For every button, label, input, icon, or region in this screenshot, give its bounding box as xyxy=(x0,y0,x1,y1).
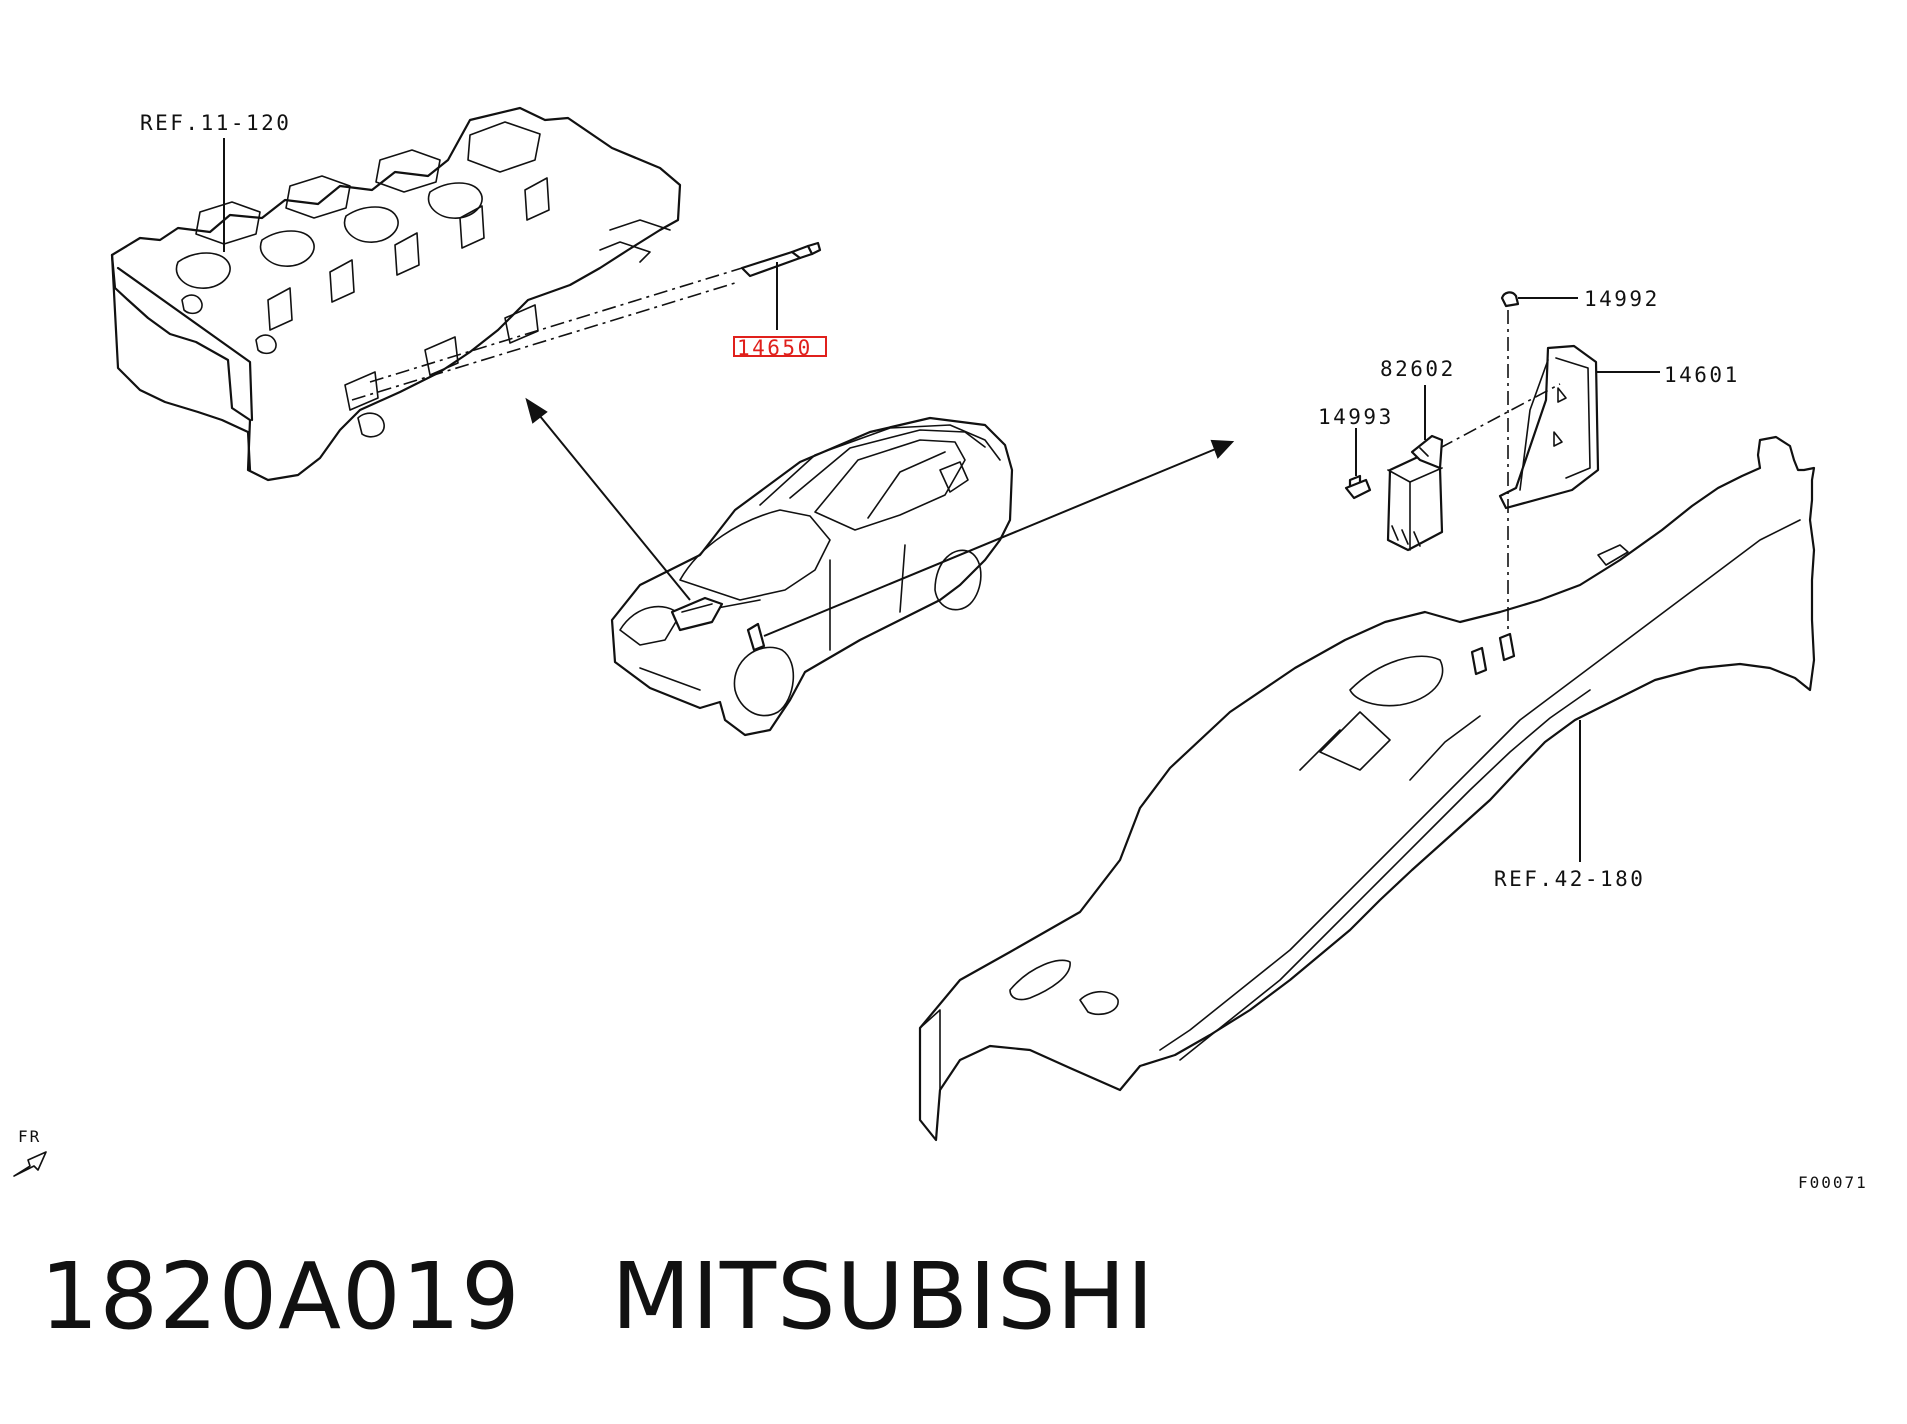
glow-plug-drawing xyxy=(740,241,822,330)
glow-plug-part-label: 14650 xyxy=(737,336,813,360)
callout-labels: REF.11-120 14650 14992 82602 14601 14993… xyxy=(140,111,1868,1192)
callout-arrows xyxy=(525,397,1235,637)
part-number: 1820A019 xyxy=(40,1243,521,1350)
relay-part-label: 82602 xyxy=(1380,357,1456,381)
relay-assembly-drawing xyxy=(1344,291,1660,632)
body-panel-drawing xyxy=(918,435,1816,1142)
ref-body-label: REF.42-180 xyxy=(1494,867,1645,891)
cylinder-head-drawing xyxy=(110,106,682,482)
bracket-part-label: 14601 xyxy=(1664,363,1740,387)
highlight-box xyxy=(733,336,827,357)
front-direction-indicator: FR xyxy=(13,1127,47,1177)
front-label: FR xyxy=(18,1127,41,1146)
part-caption: 1820A019 MITSUBISHI xyxy=(40,1243,1155,1350)
bolt-part-label: 14993 xyxy=(1318,405,1394,429)
brand-name: MITSUBISHI xyxy=(611,1243,1155,1350)
ref-cylinder-head-label: REF.11-120 xyxy=(140,111,291,135)
front-arrow-icon xyxy=(13,1151,47,1177)
figure-code: F00071 xyxy=(1798,1173,1868,1192)
nut-part-label: 14992 xyxy=(1584,287,1660,311)
vehicle-drawing xyxy=(610,416,1014,737)
